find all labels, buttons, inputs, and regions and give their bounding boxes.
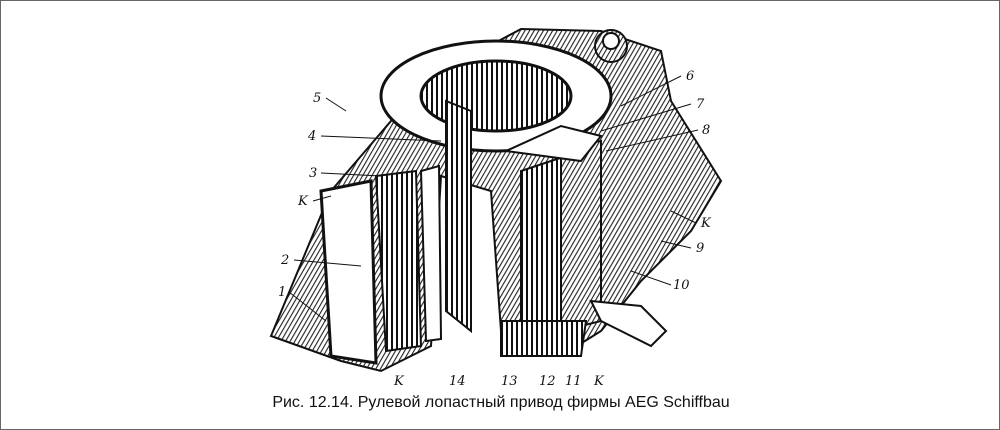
label-10: 10	[673, 278, 690, 293]
label-5: 5	[313, 91, 321, 106]
label-14: 14	[449, 374, 466, 389]
housing	[269, 27, 723, 373]
label-6: 6	[686, 69, 694, 84]
part-labels: 5 4 3 K 2 1 K 14 13 12 11 K 6 7 8 K 9 10	[278, 69, 712, 389]
label-2: 2	[280, 253, 289, 268]
leader-lines	[288, 75, 699, 322]
label-12: 12	[539, 374, 556, 389]
label-4: 4	[307, 129, 316, 144]
label-k: K	[700, 216, 712, 231]
label-3: 3	[309, 166, 317, 181]
label-7: 7	[696, 97, 705, 112]
label-k: K	[393, 374, 405, 389]
label-k: K	[297, 194, 309, 209]
label-8: 8	[702, 123, 710, 138]
label-k: K	[593, 374, 605, 389]
label-9: 9	[696, 241, 704, 256]
label-13: 13	[501, 374, 518, 389]
label-11: 11	[565, 374, 582, 389]
label-1: 1	[278, 285, 286, 300]
figure-caption: Рис. 12.14. Рулевой лопастный привод фир…	[272, 394, 730, 411]
